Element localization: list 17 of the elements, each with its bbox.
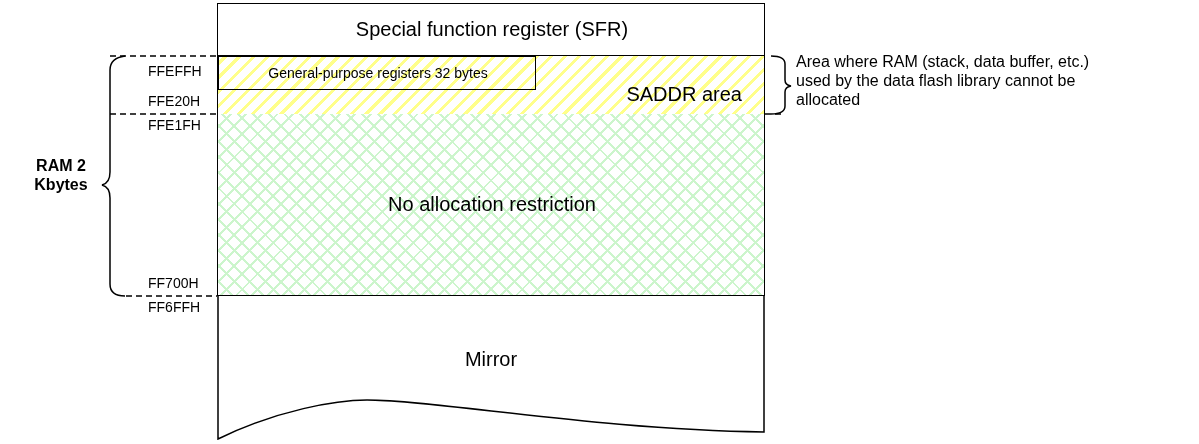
region-label: Special function register (SFR) [355,18,629,41]
region-label: SADDR area [626,83,742,106]
address-label: FF6FFH [148,299,201,316]
address-label: FFE1FH [148,117,201,134]
register-box [218,56,536,90]
memory-region [217,296,765,440]
address-label: FFE20H [148,93,201,110]
region-label: No allocation restriction [388,192,596,216]
region-label: General-purpose registers 32 bytes [268,65,488,81]
region-label: Mirror [464,348,518,371]
note-text: Area where RAM (stack, data buffer, etc.) used by the data flash library cannot be allocated [796,52,1091,110]
address-label: FFEFFH [148,63,202,80]
address-area [217,56,765,114]
memory-region [217,114,765,296]
address-label: FF700H [148,275,199,292]
size-label: RAM 2 Kbytes [33,156,89,195]
register-region [217,3,765,56]
